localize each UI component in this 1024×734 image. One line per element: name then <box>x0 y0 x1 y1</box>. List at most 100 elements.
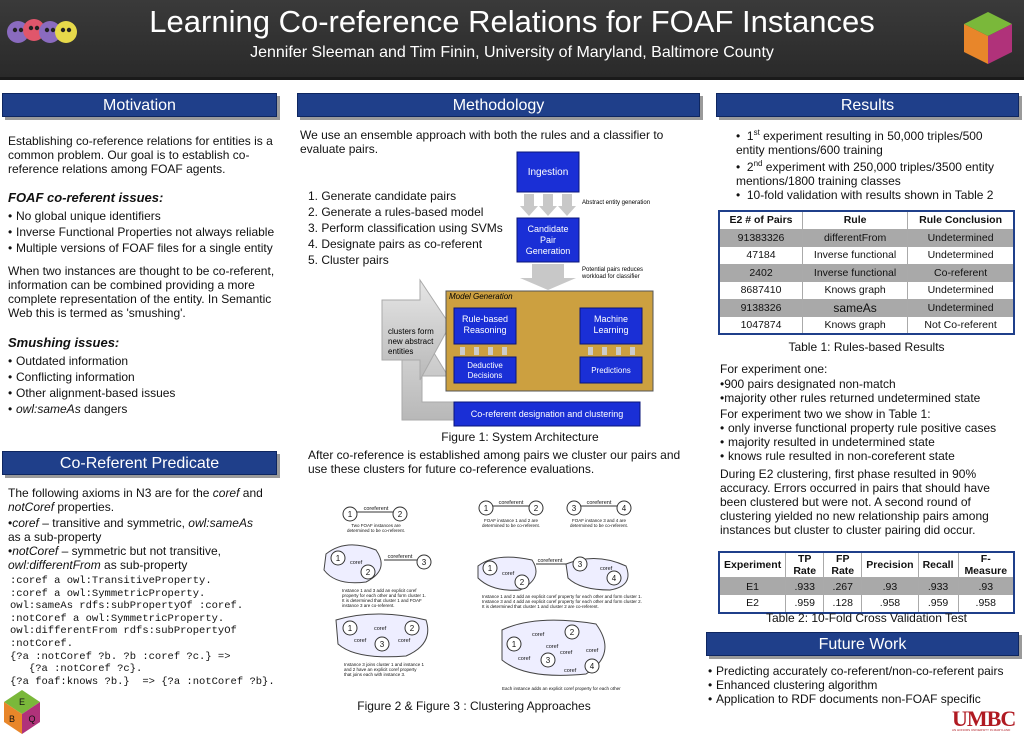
predicate-heading: Co-Referent Predicate <box>2 451 277 475</box>
system-architecture-diagram: Ingestion Abstract entity generation Can… <box>381 151 654 427</box>
exp1-bullets: •900 pairs designated non-match •majorit… <box>720 377 981 405</box>
poster-title: Learning Co-reference Relations for FOAF… <box>149 4 875 39</box>
svg-text:2: 2 <box>570 628 575 637</box>
svg-text:4: 4 <box>612 574 617 583</box>
e2-clustering-text: During E2 clustering, first phase result… <box>720 467 990 537</box>
svg-text:coref: coref <box>518 656 531 662</box>
list-item: No global unique identifiers <box>8 208 288 224</box>
svg-text:1: 1 <box>488 564 493 573</box>
future-work-list: Predicting accurately co-referent/non-co… <box>708 664 1020 706</box>
svg-text:1: 1 <box>336 554 341 563</box>
n3-axioms-code: :coref a owl:TransitiveProperty. :coref … <box>10 575 275 688</box>
issues-heading: FOAF co-referent issues: <box>8 190 164 205</box>
svg-text:Generation: Generation <box>526 246 571 256</box>
figure23-caption: Figure 2 & Figure 3 : Clustering Approac… <box>357 699 591 713</box>
list-item: Conflicting information <box>8 369 288 385</box>
svg-text:2: 2 <box>366 568 371 577</box>
svg-text:FOAF instance 1 and 2 are: FOAF instance 1 and 2 are <box>484 518 539 523</box>
svg-text:Predictions: Predictions <box>591 366 631 375</box>
svg-text:that joins each with instance: that joins each with instance 3. <box>344 672 405 677</box>
svg-text:property for each other and fo: property for each other and form cluster… <box>342 593 426 598</box>
model-generation-label: Model Generation <box>449 292 513 301</box>
machine-learning-box <box>579 307 643 345</box>
svg-text:2: 2 <box>410 624 415 633</box>
methodology-heading: Methodology <box>297 93 700 117</box>
svg-text:workload for classifier: workload for classifier <box>581 274 640 280</box>
list-item: only inverse functional property rule po… <box>720 421 1016 435</box>
rule-based-box <box>453 307 517 345</box>
predicate-bullet-notcoref: •notCoref – symmetric but not transitive… <box>8 544 221 572</box>
smushing-list: Outdated information Conflicting informa… <box>8 353 288 417</box>
svg-text:It is determined that cluster: It is determined that cluster 1 and FOAF <box>342 598 422 603</box>
svg-text:Candidate: Candidate <box>527 224 568 234</box>
motivation-heading: Motivation <box>2 93 277 117</box>
svg-text:coref: coref <box>560 650 573 656</box>
list-item: Application to RDF documents non-FOAF sp… <box>708 692 1020 706</box>
table2-caption: Table 2: 10-Fold Cross Validation Test <box>766 611 967 625</box>
svg-text:new abstract: new abstract <box>388 337 434 346</box>
list-item: Enhanced clustering algorithm <box>708 678 1020 692</box>
svg-text:coref: coref <box>600 566 613 572</box>
svg-text:coref: coref <box>350 560 363 566</box>
candidate-pair-box <box>516 217 580 263</box>
methodology-intro: We use an ensemble approach with both th… <box>300 128 664 156</box>
cube-logo-icon <box>964 12 1012 64</box>
figure1-caption: Figure 1: System Architecture <box>441 430 599 444</box>
svg-text:2: 2 <box>398 510 403 519</box>
umbc-tagline: AN HONORS UNIVERSITY IN MARYLAND <box>952 728 1011 732</box>
umbc-logo: UMBC <box>952 706 1016 731</box>
svg-text:coreferent: coreferent <box>538 558 563 564</box>
svg-text:B: B <box>9 714 15 724</box>
svg-text:Instance 1 and 2 add an explic: Instance 1 and 2 add an explicit coref p… <box>482 594 642 599</box>
future-work-heading: Future Work <box>706 632 1019 656</box>
svg-text:coreferent: coreferent <box>364 506 389 512</box>
svg-text:instance 3 are co-referent.: instance 3 are co-referent. <box>342 603 395 608</box>
svg-text:4: 4 <box>622 504 627 513</box>
results-bullets: • 1st experiment resulting in 50,000 tri… <box>736 128 994 202</box>
svg-text:3: 3 <box>572 504 577 513</box>
svg-text:3: 3 <box>422 558 427 567</box>
svg-text:Decisions: Decisions <box>468 371 503 380</box>
coreferent-designation-box <box>453 401 641 427</box>
results-heading: Results <box>716 93 1019 117</box>
svg-text:4: 4 <box>590 662 595 671</box>
list-item: owl:sameAs dangers <box>8 401 288 417</box>
svg-text:Reasoning: Reasoning <box>463 325 506 335</box>
after-coreference-text: After co-reference is established among … <box>308 448 681 476</box>
svg-text:1: 1 <box>348 510 353 519</box>
ebiquity-logo-icon: E B Q <box>4 690 40 734</box>
exp1-heading: For experiment one: <box>720 362 828 376</box>
svg-text:1: 1 <box>484 504 489 513</box>
svg-text:Each instance adds an explicit: Each instance adds an explicit coref pro… <box>502 686 621 691</box>
issues-list: No global unique identifiers Inverse Fun… <box>8 208 288 256</box>
list-item: 5. Cluster pairs <box>308 253 389 267</box>
rules-results-table: E2 # of Pairs Rule Rule Conclusion 91383… <box>718 210 1015 335</box>
svg-text:Potential pairs reduces: Potential pairs reduces <box>582 267 643 273</box>
list-item: 3. Perform classification using SVMs <box>308 221 503 235</box>
predictions-box <box>579 356 643 384</box>
clusters-arrow <box>381 278 451 381</box>
svg-text:and 2 have an explicit coref p: and 2 have an explicit coref property <box>344 667 417 672</box>
exp2-heading: For experiment two we show in Table 1: <box>720 407 931 421</box>
table1-caption: Table 1: Rules-based Results <box>788 340 945 354</box>
svg-text:coref: coref <box>546 644 559 650</box>
list-item: 1. Generate candidate pairs <box>308 189 457 203</box>
svg-text:determined to be co-referent.: determined to be co-referent. <box>482 523 540 528</box>
exp2-bullets: only inverse functional property rule po… <box>720 421 1016 463</box>
list-item: Predicting accurately co-referent/non-co… <box>708 664 1020 678</box>
svg-text:coreferent: coreferent <box>388 554 413 560</box>
svg-text:Deductive: Deductive <box>467 361 503 370</box>
list-item: knows rule resulted in non-coreferent st… <box>720 449 1016 463</box>
list-item: Inverse Functional Properties not always… <box>8 224 288 240</box>
svg-text:Rule-based: Rule-based <box>462 314 508 324</box>
deductive-box <box>453 356 517 384</box>
list-item: 4. Designate pairs as co-referent <box>308 237 483 251</box>
svg-text:1: 1 <box>512 640 517 649</box>
svg-text:clusters form: clusters form <box>388 327 434 336</box>
svg-text:coref: coref <box>354 638 367 644</box>
list-item: Other alignment-based issues <box>8 385 288 401</box>
